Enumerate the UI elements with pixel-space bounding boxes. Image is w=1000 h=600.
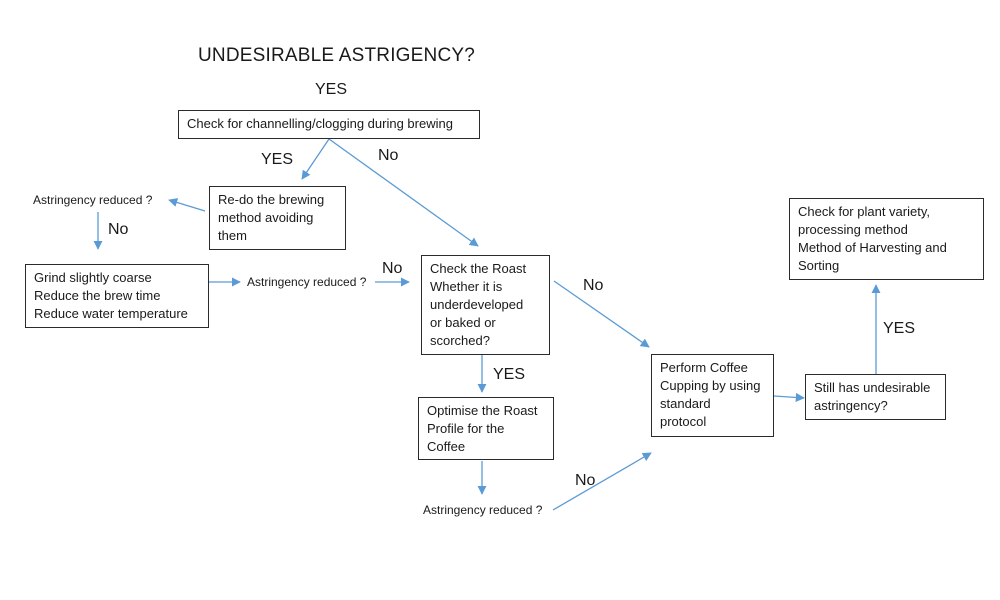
arrow-channelling-to-redo — [301, 138, 330, 180]
box-check-channelling: Check for channelling/clogging during br… — [178, 110, 480, 139]
question-astringency-reduced-1: Astringency reduced ? — [33, 193, 153, 207]
label-yes-redo: YES — [261, 151, 294, 168]
question-astringency-reduced-3: Astringency reduced ? — [423, 503, 543, 517]
box-still-astringent: Still has undesirable astringency? — [805, 374, 946, 420]
box-plant-variety: Check for plant variety, processing meth… — [789, 198, 984, 280]
label-no-reduced-1: No — [108, 221, 129, 238]
arrow-channelling-to-roast — [328, 138, 479, 247]
arrow-cupping-to-still — [773, 392, 805, 402]
label-yes-roast: YES — [493, 366, 526, 383]
arrow-roast-to-cupping — [553, 280, 650, 348]
box-coffee-cupping: Perform Coffee Cupping by using standard… — [651, 354, 774, 437]
label-yes-still: YES — [883, 320, 916, 337]
label-yes-top: YES — [315, 81, 348, 98]
label-no-reduced-2: No — [382, 260, 403, 277]
box-grind-coarse: Grind slightly coarse Reduce the brew ti… — [25, 264, 209, 328]
question-astringency-reduced-2: Astringency reduced ? — [247, 275, 367, 289]
label-no-roast: No — [583, 277, 604, 294]
arrow-redo-to-reduced — [168, 198, 206, 212]
box-optimise-roast: Optimise the Roast Profile for the Coffe… — [418, 397, 554, 460]
box-redo-brewing: Re-do the brewing method avoiding them — [209, 186, 346, 250]
diagram-title: UNDESIRABLE ASTRIGENCY? — [198, 45, 476, 66]
arrow-reduced-to-cupping — [552, 452, 652, 511]
label-no-reduced-3: No — [575, 472, 596, 489]
label-no-channelling: No — [378, 147, 399, 164]
box-check-roast: Check the Roast Whether it is underdevel… — [421, 255, 550, 355]
